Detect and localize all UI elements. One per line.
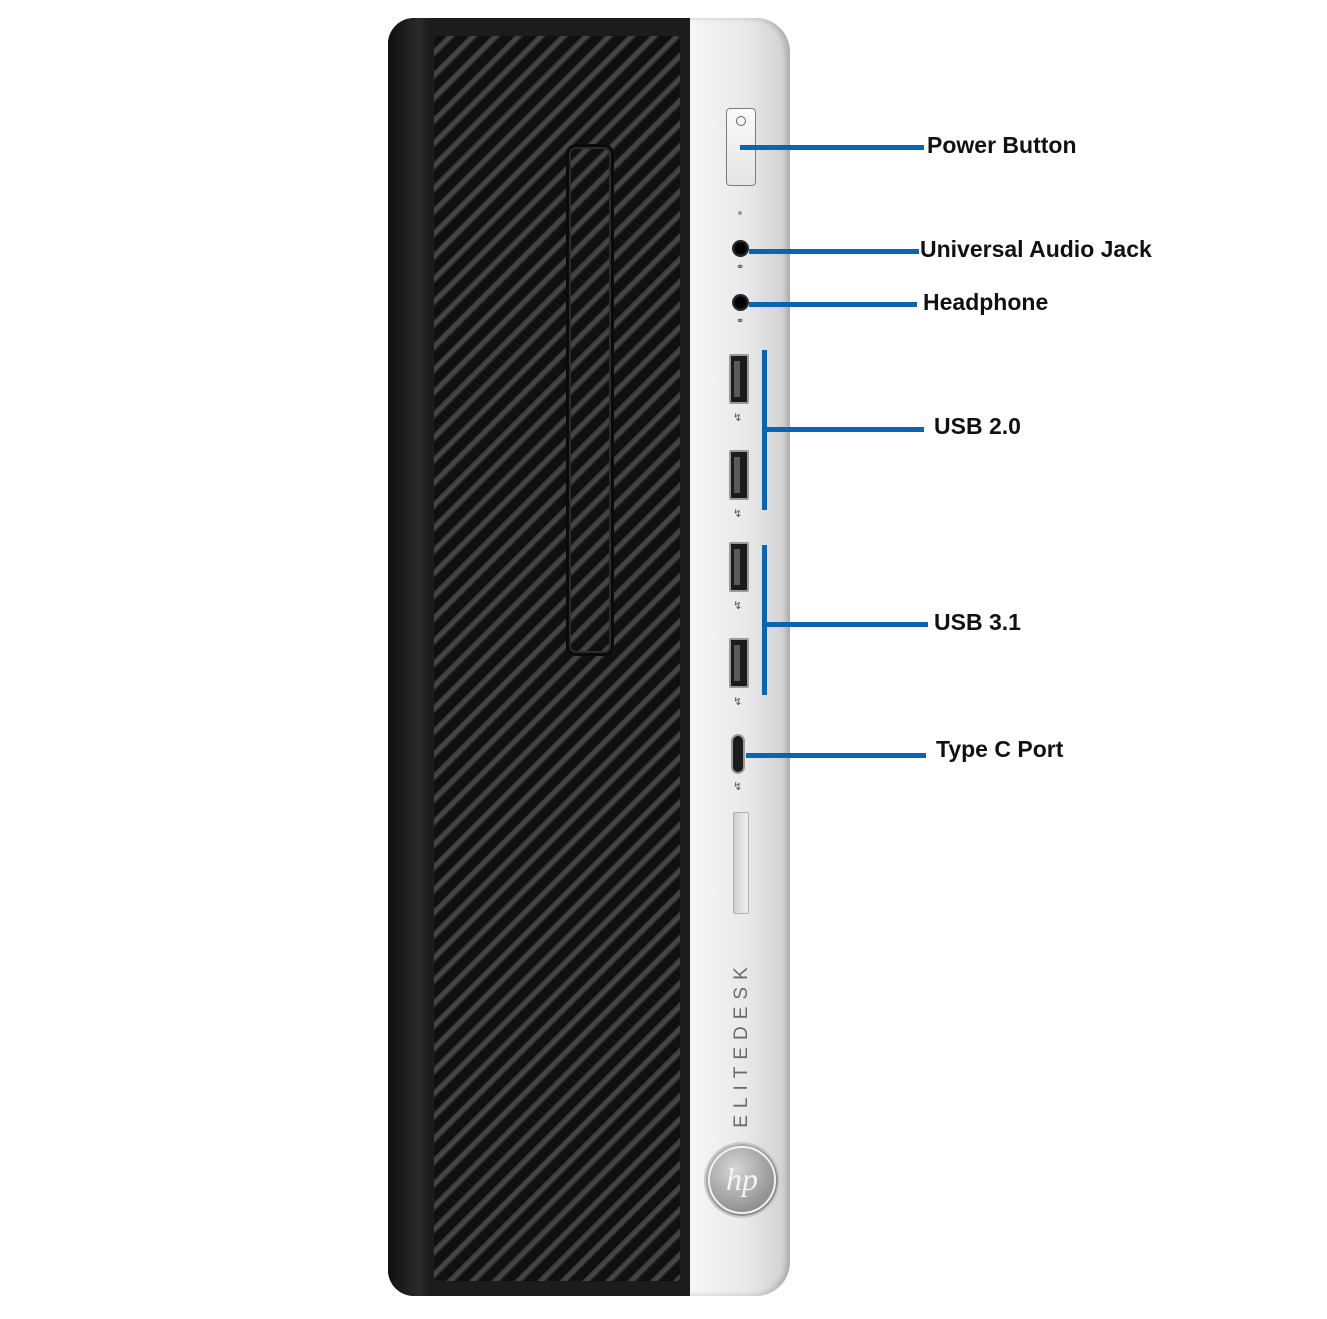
media-card-slot <box>733 812 749 914</box>
optical-drive-slot <box>566 144 614 656</box>
usb-2-0-port-2 <box>729 450 749 500</box>
usb-ss-icon: ↯ <box>733 696 743 708</box>
tower-chassis <box>388 18 708 1296</box>
universal-audio-jack <box>732 240 749 257</box>
usb-2-0-label: USB 2.0 <box>934 413 1021 439</box>
audio-jack-callout-line <box>749 249 919 254</box>
headset-icon: ⚭ <box>736 262 745 273</box>
headphone-label: Headphone <box>923 289 1049 315</box>
type-c-port <box>731 734 745 774</box>
usb-icon: ↯ <box>733 781 743 793</box>
usb-ss-icon: ↯ <box>733 600 743 612</box>
usb-3-1-port-1 <box>729 542 749 592</box>
hp-logo-text: hp <box>726 1161 758 1197</box>
type-c-port-label: Type C Port <box>936 736 1064 762</box>
type-c-callout-line <box>746 753 926 758</box>
headphone-callout-line <box>749 302 917 307</box>
hp-logo: hp <box>706 1144 778 1216</box>
drive-activity-led <box>738 211 742 215</box>
usb-3-1-callout-line <box>762 622 928 627</box>
usb-icon: ↯ <box>733 412 743 424</box>
chassis-side-edge <box>388 18 432 1296</box>
front-grille <box>434 36 680 1281</box>
usb-3-1-label: USB 3.1 <box>934 609 1021 635</box>
usb-2-0-callout-line <box>762 427 924 432</box>
universal-audio-jack-label: Universal Audio Jack <box>920 236 1152 262</box>
usb-3-1-port-2 <box>729 638 749 688</box>
headphone-jack <box>732 294 749 311</box>
power-button-label: Power Button <box>927 132 1077 158</box>
usb-2-0-port-1 <box>729 354 749 404</box>
usb-3-1-bracket <box>762 545 767 695</box>
headphone-icon: ⚭ <box>736 316 745 327</box>
power-icon <box>736 116 746 126</box>
usb-icon: ↯ <box>733 508 743 520</box>
brand-series-text: ELITEDESK <box>731 960 752 1128</box>
power-button-callout-line <box>740 145 924 150</box>
